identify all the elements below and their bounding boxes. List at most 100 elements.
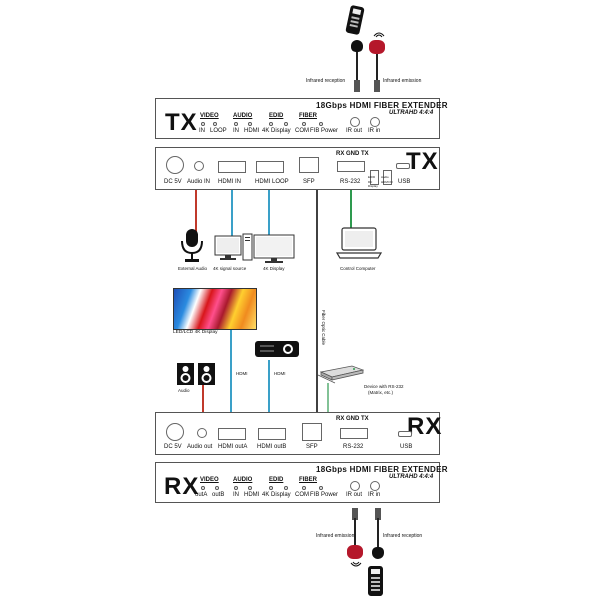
speakers-icon <box>177 363 215 385</box>
ir-emitter-bottom <box>347 545 363 559</box>
led-audio-in <box>234 122 238 126</box>
label-ir-out: IR out <box>346 128 363 134</box>
rx-ir-in-port[interactable] <box>370 481 380 491</box>
rx-led-edid-display <box>269 486 273 490</box>
label-in: IN <box>199 128 205 134</box>
rx-back-rx-gnd-tx: RX GND TX <box>336 416 369 422</box>
video-group-label: VIDEO <box>200 113 219 119</box>
rx-video-group-label: VIDEO <box>200 477 219 483</box>
rx-label-audio-in: IN <box>233 492 239 498</box>
rs232-port[interactable] <box>337 161 365 172</box>
label-hdmi-in: HDMI IN <box>218 179 241 185</box>
rx-label-sfp: SFP <box>306 444 318 450</box>
rx-label-fib: FIB <box>310 492 320 498</box>
rx-label-rs232: RS-232 <box>343 444 364 450</box>
rx-label-com: COM <box>295 492 309 498</box>
audio-in-port[interactable] <box>194 161 204 171</box>
rs232-device-label: Device with RS-232 <box>364 384 404 389</box>
rx-led-edid-com <box>284 486 288 490</box>
rx-hdmi-outa-port[interactable] <box>218 428 246 440</box>
rx-label-ir-out: IR out <box>346 492 363 498</box>
led-lcd-label: LED/LCD 4K Display <box>173 330 218 335</box>
rx-label-outa: outA <box>195 492 208 498</box>
tx-back-panel: RX GND TX TX DC 5V Audio IN HDMI IN HDMI… <box>155 147 440 190</box>
hdmi-loop-port[interactable] <box>256 161 284 173</box>
microphone-icon <box>181 229 203 262</box>
rx-label-power: Power <box>321 492 339 498</box>
sfp-port[interactable] <box>299 157 319 173</box>
ir-receiver-top <box>351 40 363 52</box>
audio-group-label: AUDIO <box>233 113 253 119</box>
fiber-group-label: FIBER <box>299 113 317 119</box>
led-video-in <box>201 122 205 126</box>
usb-port[interactable] <box>396 163 410 169</box>
rx-ir-out-port[interactable] <box>350 481 360 491</box>
rx-fiber-group-label: FIBER <box>299 477 317 483</box>
rx-product-subtitle: ULTRAHD 4:4:4 <box>389 474 434 480</box>
rx-gnd-tx-label: RX GND TX <box>336 151 369 157</box>
rx-label-hdmi-outb: HDMI outB <box>257 444 287 450</box>
matrix-device-icon <box>320 365 364 381</box>
hdmi-b-label: HDMI <box>274 371 286 376</box>
label-power: Power <box>321 128 339 134</box>
label-hdmi-loop: HDMI LOOP <box>255 179 289 185</box>
label-usb: USB <box>398 179 411 185</box>
label-audio-in: IN <box>233 128 239 134</box>
led-lcd-display <box>173 288 257 330</box>
rx-label-ir-in: IR in <box>368 492 381 498</box>
label-ir-in: IR in <box>368 128 381 134</box>
rx-audio-group-label: AUDIO <box>233 477 253 483</box>
label-4k-display: 4K Display <box>262 128 291 134</box>
led-fiber-fib <box>302 122 306 126</box>
rx-label-usb: USB <box>400 444 413 450</box>
remote-control-bottom <box>368 566 383 596</box>
led-edid-display <box>269 122 273 126</box>
rx-led-fiber-fib <box>302 486 306 490</box>
ir-emission-label-bottom: Infrared emission <box>316 533 355 539</box>
label-edid-switch: EDID DC Display <box>368 175 378 188</box>
ir-out-port[interactable] <box>350 117 360 127</box>
rx-sfp-port[interactable] <box>302 423 322 441</box>
rx-led-audio-in <box>234 486 238 490</box>
rx-edid-group-label: EDID <box>269 477 284 483</box>
edid-switch[interactable] <box>370 170 379 185</box>
rx-back-title: RX <box>407 413 443 440</box>
rx-back-panel: RX GND TX RX DC 5V Audio out HDMI outA H… <box>155 412 443 455</box>
hdmi-a-label: HDMI <box>236 371 248 376</box>
rx-label-audio-out: Audio out <box>187 444 213 450</box>
display-4k-label: 4K Display <box>263 266 285 271</box>
hdmi-in-port[interactable] <box>218 161 246 173</box>
rx-usb-port[interactable] <box>398 431 412 437</box>
label-dc-5v: DC 5V <box>164 179 182 185</box>
ir-receiver-bottom <box>372 547 384 559</box>
rx-hdmi-outb-port[interactable] <box>258 428 286 440</box>
rx-audio-out-port[interactable] <box>197 428 207 438</box>
label-audio-switch: Audio HDMI IN <box>381 175 393 184</box>
computer-icon <box>214 233 253 261</box>
tx-back-title: TX <box>406 148 439 175</box>
rx-dc-5v-port[interactable] <box>166 423 184 441</box>
projector-icon <box>255 341 299 357</box>
label-hdmi: HDMI <box>244 128 260 134</box>
ir-reception-label-bottom: Infrared reception <box>383 533 423 539</box>
label-fib: FIB <box>310 128 320 134</box>
dc-5v-port[interactable] <box>166 156 184 174</box>
led-power <box>319 122 323 126</box>
audio-switch[interactable] <box>383 170 392 185</box>
rx-front-panel: RX 18Gbps HDMI FIBER EXTENDER ULTRAHD 4:… <box>155 462 448 503</box>
monitor-icon <box>253 234 295 263</box>
rx-led-outb <box>215 486 219 490</box>
ir-reception-label-top: Infrared reception <box>306 78 346 84</box>
led-edid-com <box>284 122 288 126</box>
product-name: 18Gbps HDMI FIBER EXTENDER <box>316 101 448 110</box>
wireless-signal-icon <box>373 32 385 38</box>
ir-emission-label-top: Infrared emission <box>383 78 422 84</box>
rs232-device-sublabel: (Matrix, etc.) <box>368 390 394 395</box>
label-com: COM <box>295 128 309 134</box>
tx-front-panel: TX 18Gbps HDMI FIBER EXTENDER ULTRAHD 4:… <box>155 98 448 139</box>
ir-in-port[interactable] <box>370 117 380 127</box>
rx-rs232-port[interactable] <box>340 428 368 439</box>
laptop-icon <box>336 227 382 259</box>
label-audio-in-back: Audio IN <box>187 179 211 185</box>
